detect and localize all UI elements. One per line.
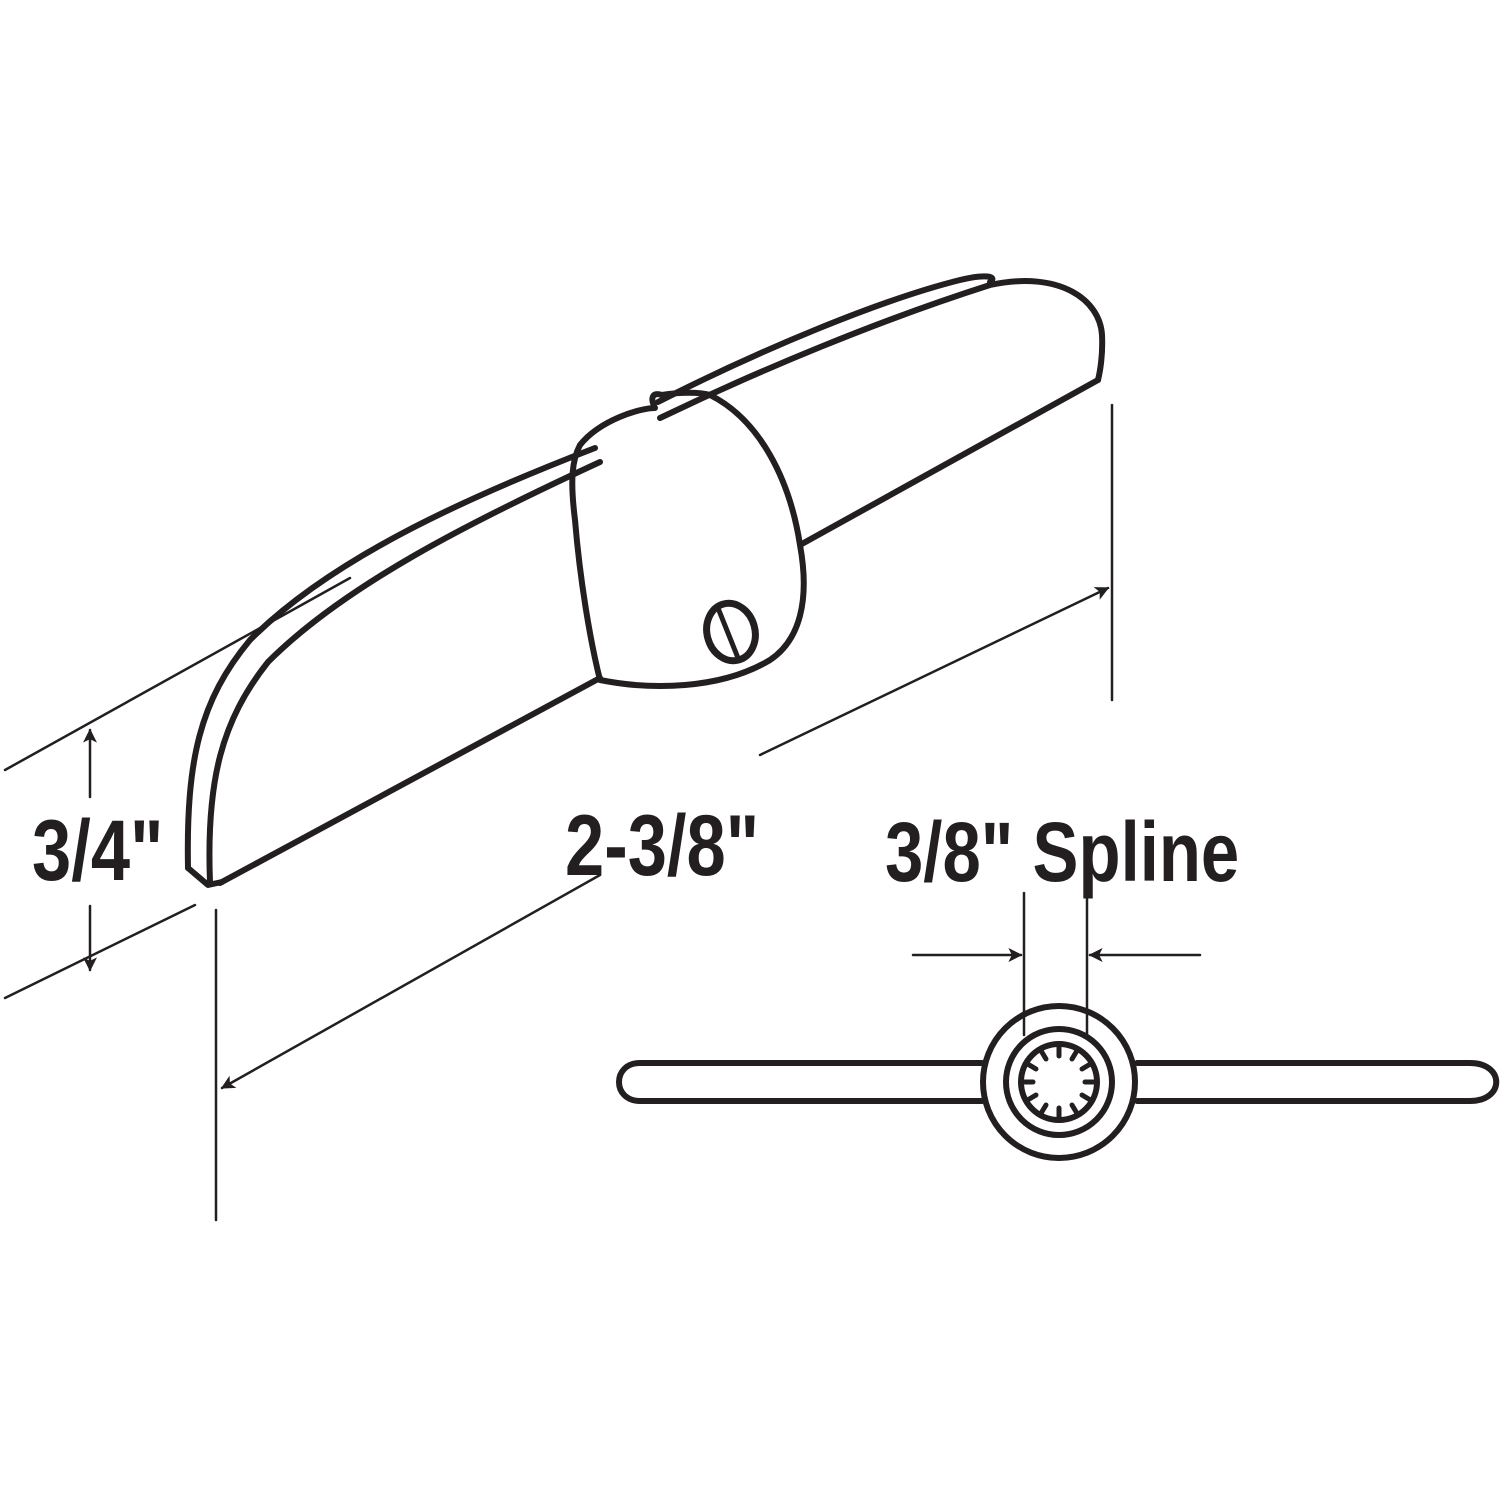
left-arm xyxy=(616,1060,985,1104)
screw-slot xyxy=(715,605,741,661)
screw-icon xyxy=(703,599,759,665)
handle-ridge-right-outer xyxy=(655,273,996,405)
handle-isometric-view xyxy=(184,273,1106,888)
handle-top-curve-inner xyxy=(206,459,603,885)
spline-dimension-label: 3/8" Spline xyxy=(885,805,1240,899)
middle-ring xyxy=(1003,1026,1115,1138)
hub-body xyxy=(569,389,807,689)
handle-bottom-edge xyxy=(217,675,603,886)
height-dimension xyxy=(3,576,352,1000)
length-dimension xyxy=(214,403,1114,1222)
outer-boss xyxy=(980,1003,1138,1161)
spline-teeth xyxy=(1018,1041,1100,1123)
length-arrow-left xyxy=(220,873,602,1090)
height-extension-bottom xyxy=(3,903,197,1000)
handle-top-curve-outer xyxy=(184,445,598,871)
height-extension-top xyxy=(3,576,352,772)
length-arrow-right xyxy=(758,586,1110,757)
height-dimension-label: 3/4" xyxy=(32,803,164,899)
length-dimension-label: 2-3/8" xyxy=(565,798,760,894)
spline-end-view xyxy=(616,891,1500,1161)
handle-bottom-edge-right xyxy=(797,377,1101,548)
right-arm xyxy=(1134,1060,1500,1104)
handle-tip xyxy=(185,865,225,888)
handle-ridge-right-inner xyxy=(657,278,1106,421)
